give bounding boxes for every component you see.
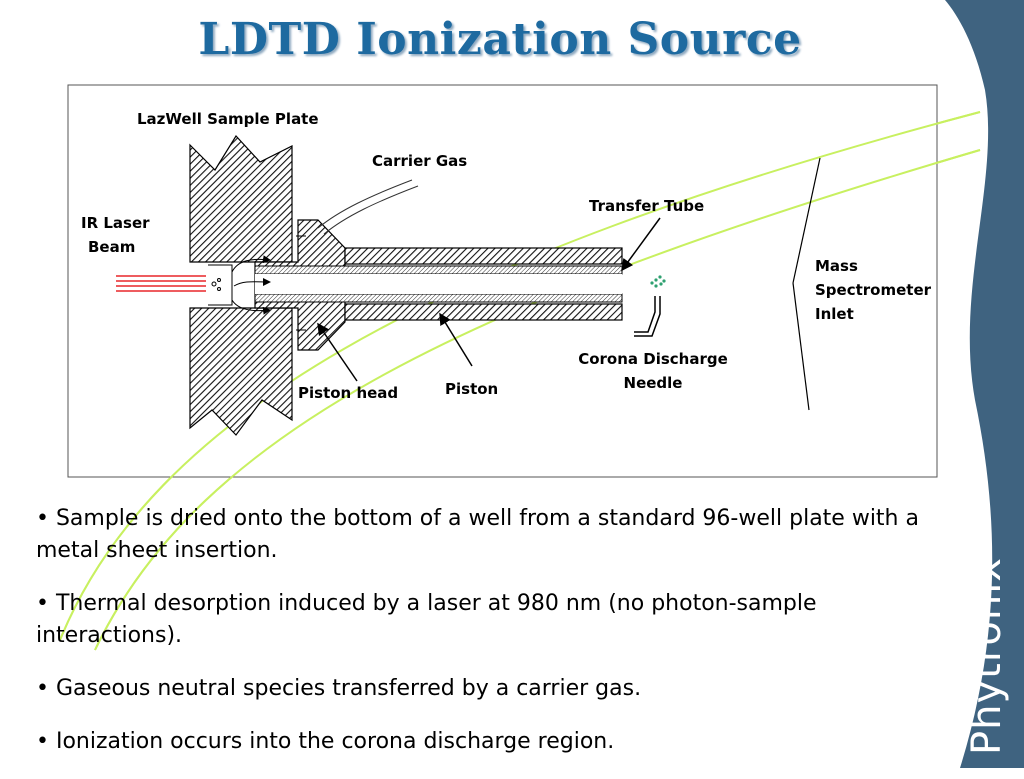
accent-curve-2-overlay [94, 149, 981, 651]
desorbed-particle [217, 287, 221, 291]
transfer-channel [255, 274, 622, 294]
accent-curve-1-overlay [59, 111, 981, 641]
label-mass-spec-1: Mass [815, 257, 858, 275]
label-sample-plate: LazWell Sample Plate [137, 110, 319, 128]
sample-well [208, 264, 233, 306]
page-title: LDTD Ionization Source [198, 14, 802, 65]
desorbed-particle [211, 281, 217, 287]
ir-laser-beam [116, 275, 206, 292]
label-mass-spec-3: Inlet [815, 305, 854, 323]
phytronix-logo: Phytronix [961, 536, 1010, 755]
carrier-gas-lines [317, 179, 419, 235]
mass-spec-inlet [792, 157, 821, 411]
piston-upper [344, 247, 623, 265]
bullet-item: • Ionization occurs into the corona disc… [36, 729, 615, 754]
bullet-list: • Sample is dried onto the bottom of a w… [36, 503, 936, 779]
bullet-item: • Gaseous neutral species transferred by… [36, 676, 642, 701]
label-transfer-tube: Transfer Tube [589, 197, 704, 215]
transfer-tube-lower [254, 293, 623, 303]
label-carrier-gas: Carrier Gas [372, 152, 467, 170]
label-ir-laser-1: IR Laser [81, 214, 150, 232]
gas-flow-arrows [231, 235, 306, 331]
bullet-item: • Sample is dried onto the bottom of a w… [36, 506, 919, 563]
label-corona-1: Corona Discharge [578, 350, 728, 368]
bullet-item: • Thermal desorption induced by a laser … [36, 591, 817, 648]
desorbed-particle [217, 278, 221, 282]
piston-lower [344, 303, 623, 321]
label-corona-2: Needle [624, 374, 683, 392]
label-mass-spec-2: Spectrometer [815, 281, 932, 299]
corona-needle [634, 296, 661, 337]
transfer-tube-upper [254, 265, 623, 275]
label-piston: Piston [445, 380, 498, 398]
label-ir-laser-2: Beam [88, 238, 135, 256]
brand-wordmark: Phytronix [964, 557, 1010, 755]
side-band [945, 0, 1024, 768]
sample-plate-upper [189, 135, 293, 263]
label-piston-head: Piston head [298, 384, 398, 402]
pointer-lines [317, 217, 661, 382]
brand-dots-icon [961, 536, 972, 585]
sample-plate-lower [189, 307, 293, 436]
ion-cloud [650, 275, 666, 288]
